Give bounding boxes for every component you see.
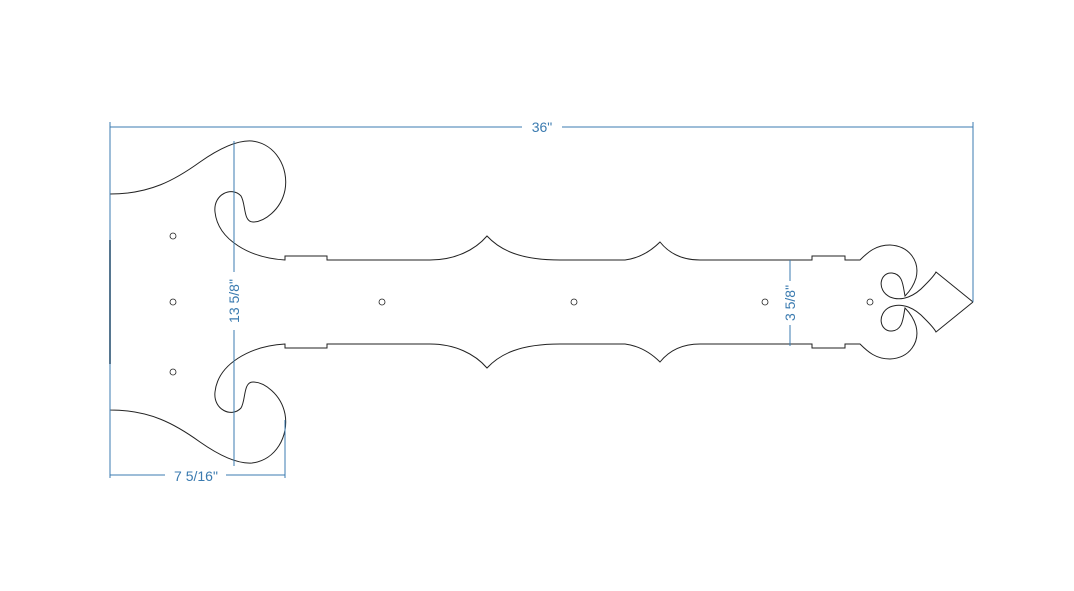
screw-holes bbox=[169, 232, 874, 376]
hinge-outline-bottom bbox=[109, 301, 974, 464]
screw-hole bbox=[169, 368, 177, 376]
dimension-label-head-height: 13 5/8" bbox=[226, 279, 242, 323]
dimension-strap-width: 3 5/8" bbox=[782, 260, 798, 346]
dimension-head-height: 13 5/8" bbox=[226, 141, 242, 466]
hinge-outline-top bbox=[109, 140, 974, 303]
screw-hole bbox=[169, 298, 177, 306]
screw-hole bbox=[570, 298, 578, 306]
screw-hole bbox=[761, 298, 769, 306]
dimension-overall-length: 36" bbox=[109, 119, 974, 478]
dimension-head-width: 7 5/16" bbox=[110, 420, 286, 484]
screw-hole bbox=[169, 232, 177, 240]
screw-hole bbox=[378, 298, 386, 306]
dimension-label-head-width: 7 5/16" bbox=[174, 468, 218, 484]
dimension-label-strap-width: 3 5/8" bbox=[782, 285, 798, 321]
dimension-label-overall-length: 36" bbox=[532, 119, 553, 135]
screw-hole bbox=[866, 298, 874, 306]
